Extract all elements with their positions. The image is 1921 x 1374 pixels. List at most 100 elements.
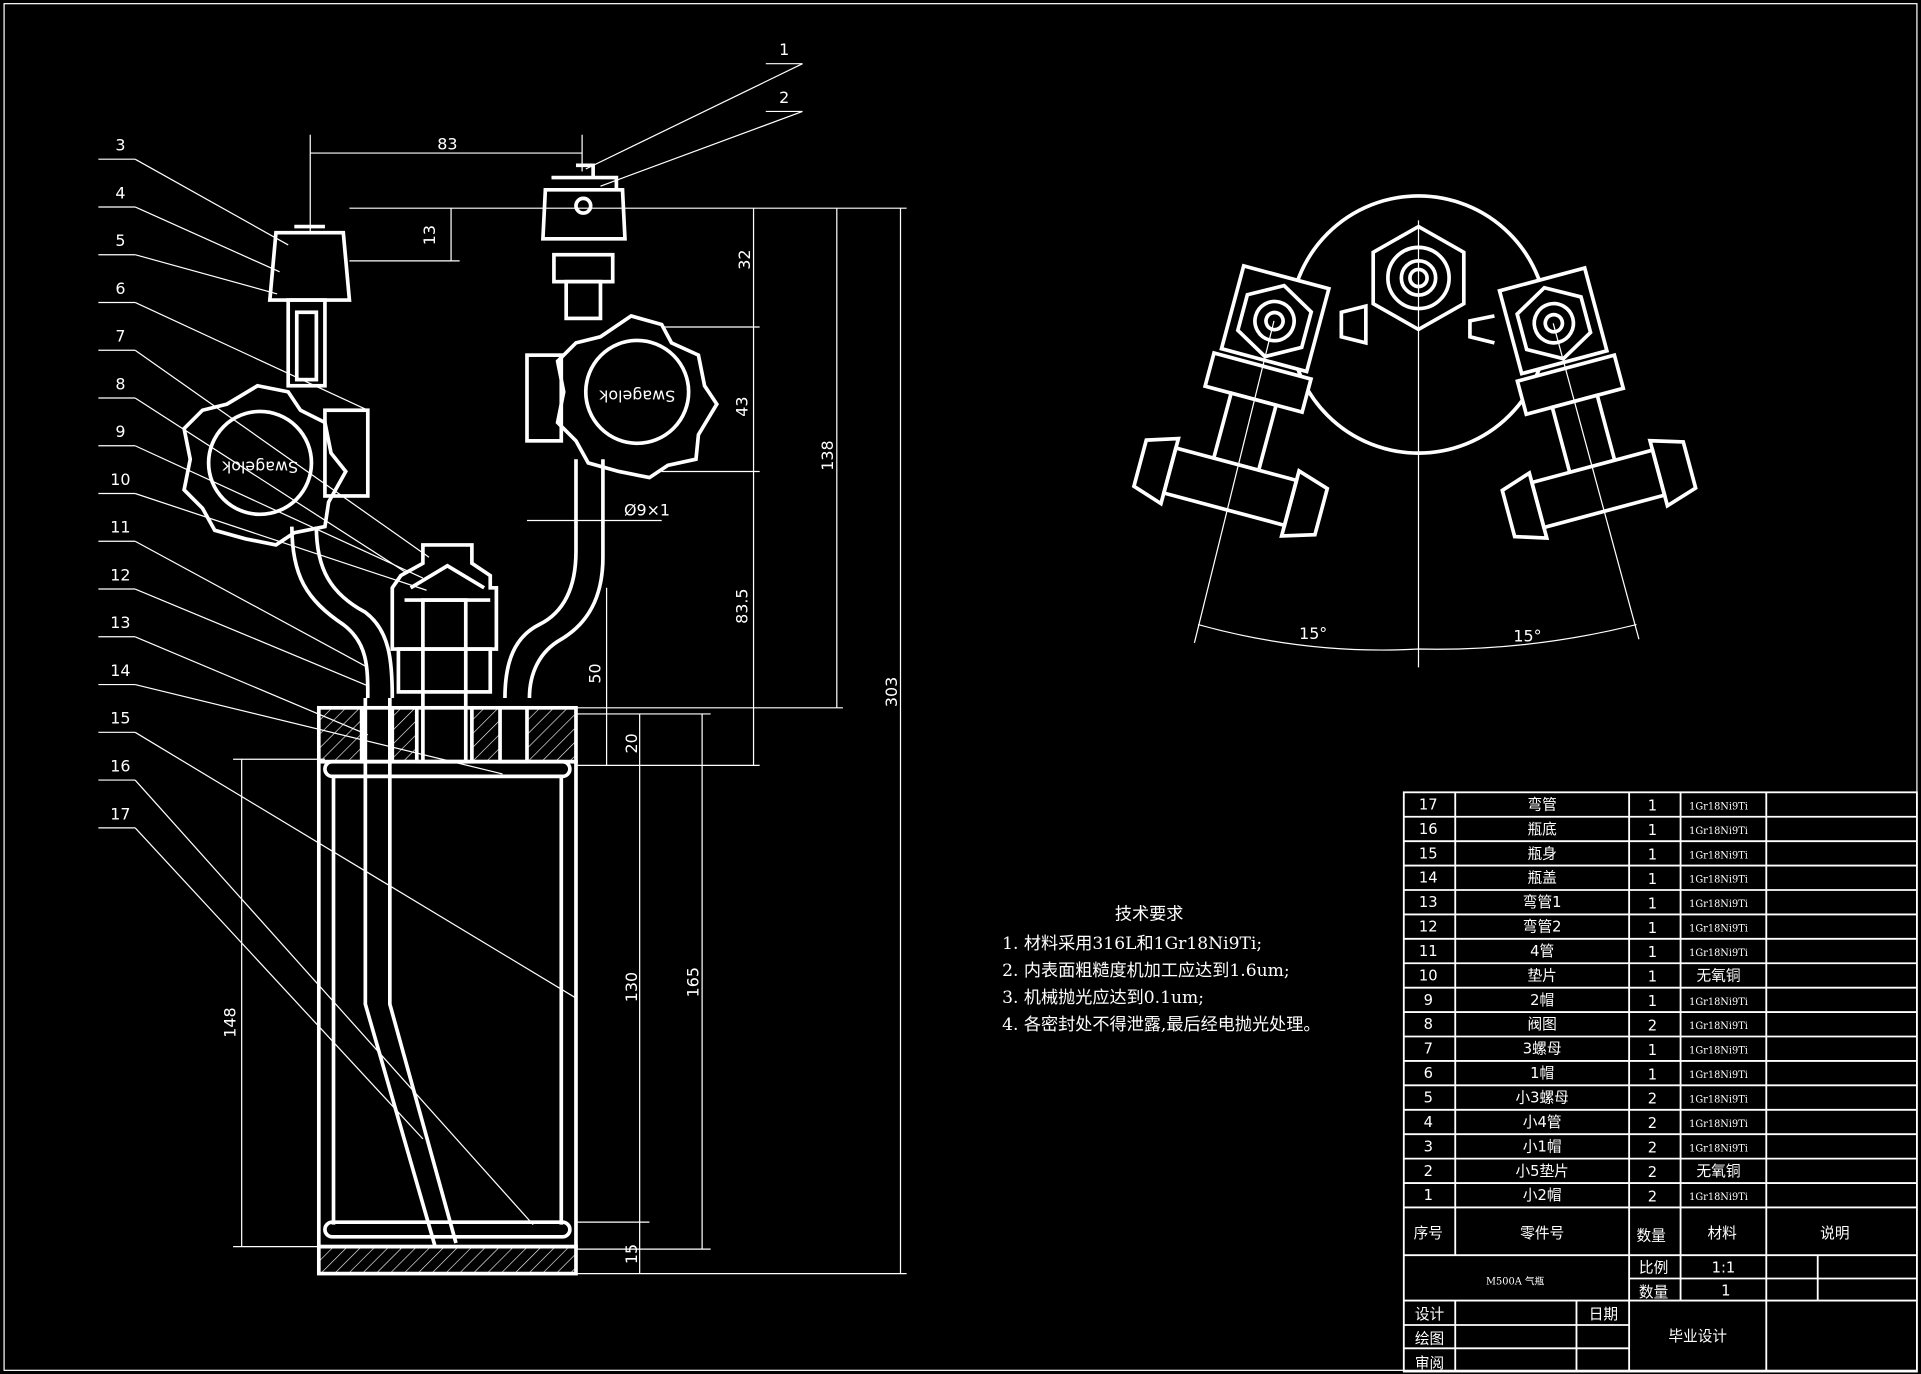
valve-assembly-right [1497,265,1698,541]
dim-phi: Ø9×1 [624,501,670,520]
angle-left: 15° [1299,624,1327,643]
header-qty: 数量 [1636,1228,1666,1245]
row-material: 1Gr18Ni9Ti [1689,899,1748,910]
row-no: 17 [1419,796,1438,813]
row-name: 小4管 [1523,1114,1562,1131]
row-name: 瓶身 [1527,845,1556,862]
part-balloon: 2 [779,88,789,107]
part-balloon: 8 [115,374,125,393]
part-balloon: 9 [115,422,125,441]
leader-line [134,445,424,579]
row-name: 小2帽 [1523,1187,1562,1204]
row-name: 弯管2 [1523,919,1562,936]
part-balloon: 7 [115,327,125,346]
dim-43: 43 [732,396,751,416]
row-qty: 2 [1648,1091,1657,1108]
leader-line [134,540,369,668]
row-material: 1Gr18Ni9Ti [1689,801,1748,812]
angle-right: 15° [1513,627,1541,646]
part-balloon: 11 [110,518,130,537]
row-no: 11 [1419,943,1438,960]
leader-line [134,397,408,574]
row-qty: 1 [1648,1066,1657,1083]
knob-brand-text: Swagelok [598,387,675,406]
part-balloon: 17 [110,804,130,823]
row-name: 阀图 [1527,1016,1556,1033]
dim-15: 15 [622,1244,641,1264]
row-qty: 1 [1648,871,1657,888]
cap-bore-center [414,705,474,764]
part-balloon: 16 [110,756,130,775]
row-material: 无氧铜 [1696,1163,1740,1180]
dim-13: 13 [420,225,439,245]
part-balloon: 14 [110,661,130,680]
leader-line [600,110,803,187]
dim-50: 50 [585,663,604,683]
valve-assembly-left [1131,263,1332,538]
technical-requirements: 技术要求 1. 材料采用316L和1Gr18Ni9Ti; 2. 内表面粗糙度机加… [1002,905,1320,1035]
bottle-bottom [316,1244,578,1276]
design-label: 设计 [1415,1306,1445,1323]
leader-line [134,349,430,558]
row-no: 15 [1419,845,1438,862]
center-fitting [390,543,499,651]
bent-tube-left [290,526,395,699]
row-qty: 1 [1648,1042,1657,1059]
leader-line [134,779,534,1226]
row-qty: 2 [1648,1140,1657,1157]
row-name: 小5垫片 [1515,1163,1568,1180]
dim-32: 32 [735,249,754,269]
row-material: 1Gr18Ni9Ti [1689,1021,1748,1032]
row-qty: 2 [1648,1017,1657,1034]
row-no: 13 [1419,894,1438,911]
leader-line [585,63,803,170]
row-no: 8 [1424,1016,1433,1033]
leader-line [134,827,424,1140]
table-row: 8 阀图 2 1Gr18Ni9Ti [1403,1011,1917,1034]
row-no: 9 [1424,992,1433,1009]
part-balloon: 12 [110,565,130,584]
row-material: 1Gr18Ni9Ti [1689,826,1748,837]
row-material: 1Gr18Ni9Ti [1689,1094,1748,1105]
requirements-title: 技术要求 [1115,905,1184,925]
scale-label: 比例 [1639,1259,1668,1276]
requirement-4: 4. 各密封处不得泄露,最后经电抛光处理。 [1002,1015,1320,1035]
leader-line [134,636,369,736]
part-balloon: 1 [779,40,789,59]
review-label: 审阅 [1415,1355,1444,1372]
bent-tube-right [503,459,605,699]
row-qty: 2 [1648,1188,1657,1205]
quantity-value: 1 [1721,1283,1730,1300]
leader-line [134,492,427,591]
row-no: 14 [1419,870,1438,887]
leader-line [134,683,503,775]
gasket [323,759,572,779]
dimension-lines [233,134,907,1275]
part-balloon: 10 [110,470,130,489]
header-material: 材料 [1708,1225,1738,1242]
row-qty: 2 [1648,1115,1657,1132]
dim-138: 138 [818,440,837,470]
header-note: 说明 [1820,1225,1849,1242]
row-qty: 1 [1648,944,1657,961]
part-balloon: 4 [115,183,125,202]
row-material: 1Gr18Ni9Ti [1689,850,1748,861]
dim-165: 165 [683,967,702,997]
bottle-body [316,759,578,1249]
dim-303: 303 [882,677,901,707]
row-material: 1Gr18Ni9Ti [1689,875,1748,886]
leader-line [134,254,278,295]
row-qty: 1 [1648,993,1657,1010]
part-balloon: 3 [115,136,125,155]
